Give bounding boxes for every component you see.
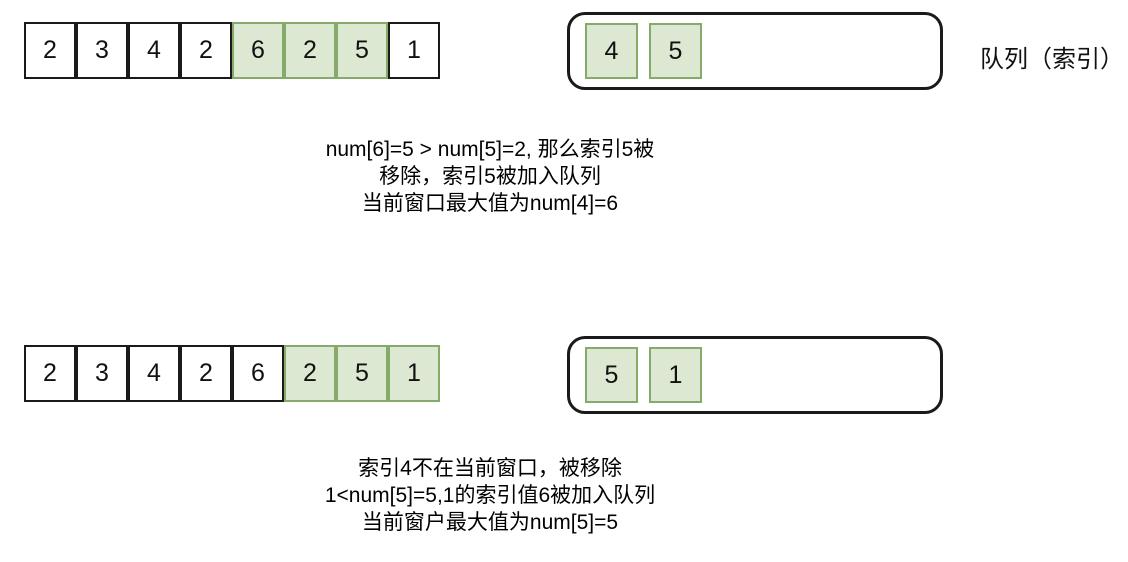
queue-cell: 5 [585,347,638,403]
array-cell: 4 [128,22,180,79]
array-cell: 1 [388,22,440,79]
array-cell: 3 [76,345,128,402]
caption-line: 当前窗口最大值为num[4]=6 [361,192,619,215]
array-cell: 6 [232,345,284,402]
array-cell-highlighted: 2 [284,22,336,79]
step-caption: num[6]=5 > num[5]=2, 那么索引5被移除，索引5被加入队列当前… [165,136,815,217]
caption-line: 1<num[5]=5,1的索引值6被加入队列 [324,484,656,507]
array-cell: 2 [180,22,232,79]
array-cell-highlighted: 5 [336,22,388,79]
queue-cell: 5 [649,23,702,79]
queue-cell: 4 [585,23,638,79]
array-cell-highlighted: 1 [388,345,440,402]
array-cell-highlighted: 6 [232,22,284,79]
caption-line: 移除，索引5被加入队列 [379,165,601,188]
queue-cell: 1 [649,347,702,403]
array-cell: 2 [180,345,232,402]
caption-line: num[6]=5 > num[5]=2, 那么索引5被 [325,138,655,161]
array-cell: 4 [128,345,180,402]
caption-line: 索引4不在当前窗口，被移除 [358,457,622,480]
array-cell: 3 [76,22,128,79]
array-cell-highlighted: 5 [336,345,388,402]
array-cell-highlighted: 2 [284,345,336,402]
caption-line: 当前窗户最大值为num[5]=5 [361,511,619,534]
queue-label: 队列（索引） [980,46,1124,73]
step-caption: 索引4不在当前窗口，被移除 1<num[5]=5,1的索引值6被加入队列当前窗户最… [165,455,815,536]
array-cell: 2 [24,345,76,402]
array-cell: 2 [24,22,76,79]
